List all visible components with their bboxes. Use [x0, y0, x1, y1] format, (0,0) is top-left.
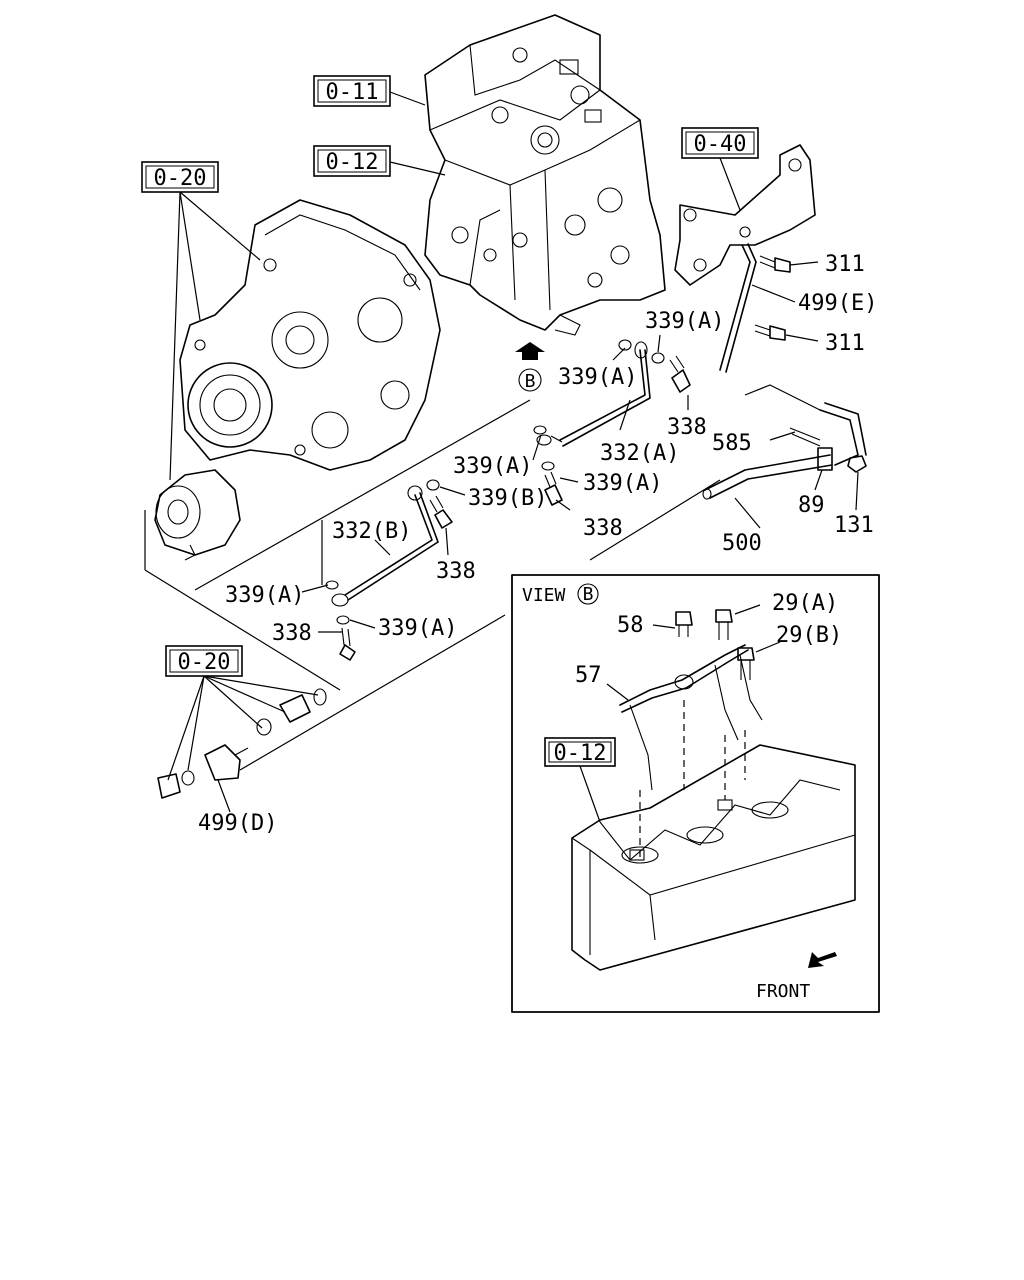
bolt-29b [737, 647, 755, 680]
bolt-58 [675, 611, 693, 637]
view-b-inset: VIEW B [511, 574, 880, 1013]
clamp-89 [817, 447, 833, 471]
view-b-marker-text: B [525, 371, 536, 392]
callout-338-1: 338 [667, 415, 707, 440]
callout-339a-3: 339(A) [453, 454, 532, 479]
timing-cover-drawing [179, 199, 441, 471]
ref-box-0-40: 0-40 [681, 127, 759, 159]
callout-311-lower: 311 [825, 331, 865, 356]
callout-339a-1: 339(A) [645, 309, 724, 334]
callout-332b: 332(B) [332, 519, 411, 544]
bolt-338-2 [544, 471, 563, 506]
ref-box-0-11: 0-11 [313, 75, 391, 107]
callout-339b: 339(B) [468, 486, 547, 511]
stud-585 [789, 427, 821, 447]
bolt-311-lower [754, 324, 786, 341]
bolt-338-1 [669, 355, 691, 393]
ref-box-0-12: 0-12 [313, 145, 391, 177]
callout-339a-2: 339(A) [558, 365, 637, 390]
view-b-direction-arrow: B [515, 342, 545, 392]
tube-499e [719, 244, 751, 371]
ref-box-0-11-text: 0-11 [326, 80, 379, 105]
callout-499d: 499(D) [198, 811, 277, 836]
callout-585: 585 [712, 431, 752, 456]
callout-29a: 29(A) [772, 591, 838, 616]
front-arrow-icon [808, 952, 837, 968]
callout-339a-5: 339(A) [225, 583, 304, 608]
vacuum-pump-drawing [154, 469, 241, 561]
ref-box-0-20-top: 0-20 [141, 161, 219, 193]
washer-339a-3 [533, 425, 547, 435]
ref-box-0-20-top-text: 0-20 [154, 166, 207, 191]
hose-500 [704, 454, 831, 491]
nut-131 [847, 455, 867, 473]
callout-29b: 29(B) [776, 623, 842, 648]
callout-332a: 332(A) [600, 441, 679, 466]
callout-338-2: 338 [583, 516, 623, 541]
pipe-332a [559, 349, 646, 441]
view-b-title-marker: B [583, 584, 594, 605]
bolt-338-3 [429, 495, 453, 529]
washer-339a-4 [541, 461, 555, 471]
front-label: FRONT [756, 981, 810, 1002]
washer-339a-1 [618, 339, 632, 351]
callout-339a-6: 339(A) [378, 616, 457, 641]
cylinder-block-drawing [424, 14, 666, 336]
washer-339a-6 [336, 615, 350, 625]
callout-499e: 499(E) [798, 291, 877, 316]
bolt-338-4 [339, 627, 356, 661]
ref-box-0-20-bottom: 0-20 [165, 645, 243, 677]
washer-339a-2 [651, 352, 665, 364]
washer-339b [426, 479, 440, 491]
callout-58: 58 [617, 613, 644, 638]
view-b-title: VIEW [522, 585, 566, 606]
callout-339a-4: 339(A) [583, 471, 662, 496]
callout-338-3: 338 [436, 559, 476, 584]
callout-89: 89 [798, 493, 825, 518]
bolt-29a [715, 609, 733, 640]
bolt-311-upper [759, 255, 791, 273]
ref-box-0-12-view-text: 0-12 [554, 741, 607, 766]
pipe-332b [344, 494, 433, 596]
callout-500: 500 [722, 531, 762, 556]
ref-box-0-12-text: 0-12 [326, 150, 379, 175]
ref-box-0-20-bottom-text: 0-20 [178, 650, 231, 675]
callout-311-upper: 311 [825, 252, 865, 277]
callout-57: 57 [575, 663, 602, 688]
sensor-assembly-499d [157, 688, 327, 799]
callout-131: 131 [834, 513, 874, 538]
ref-box-0-40-text: 0-40 [694, 132, 747, 157]
callout-338-4: 338 [272, 621, 312, 646]
engine-mount-bracket-drawing [674, 144, 816, 286]
